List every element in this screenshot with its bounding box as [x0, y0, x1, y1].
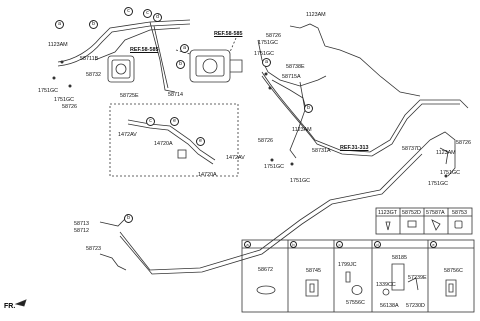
label-14720a: 14720A — [154, 141, 173, 147]
label-1123am: 1123AM — [436, 150, 456, 156]
detail-part-58756c: 58756C — [444, 268, 463, 274]
label-58715a: 58715A — [282, 74, 301, 80]
label-1751gc: 1751GC — [254, 51, 275, 57]
label-1751gc: 1751GC — [54, 97, 75, 103]
label-58714: 58714 — [168, 92, 183, 98]
tube-line-e — [153, 25, 169, 89]
parts-table-header: 57587A — [426, 210, 445, 216]
label-58725e: 58725E — [120, 93, 139, 99]
label-1751gc: 1751GC — [38, 88, 59, 94]
label-ref-58-585: REF.58-585 — [214, 31, 243, 37]
label-58712: 58712 — [74, 228, 89, 234]
grommet-sketch — [256, 285, 276, 295]
marker-c: c — [124, 7, 133, 16]
detail-part-58672: 58672 — [258, 267, 273, 273]
detail-box-key: d — [374, 241, 381, 248]
label-1751gc: 1751GC — [264, 164, 285, 170]
tube-line-main-2 — [324, 45, 421, 97]
marker-c: c — [146, 117, 155, 126]
marker-e: e — [196, 137, 205, 146]
marker-b: b — [176, 60, 185, 69]
label-58726: 58726 — [258, 138, 273, 144]
label-58731a: 58731A — [312, 148, 331, 154]
detail-part-57239e: 57239E — [408, 275, 427, 281]
parts-table-header: 1123GT — [378, 210, 398, 216]
marker-b: b — [89, 20, 98, 29]
bolt-sketch — [345, 271, 351, 283]
label-14720a: 14720A — [198, 172, 217, 178]
marker-b: b — [124, 214, 133, 223]
marker-d: d — [153, 13, 162, 22]
detail-part-58745: 58745 — [306, 268, 321, 274]
label-1123am: 1123AM — [306, 12, 326, 18]
label-ref-31-313: REF.31-313 — [340, 145, 369, 151]
detail-box-key: e — [430, 241, 437, 248]
tube-line-h — [289, 81, 306, 159]
label-ref-58-585: REF.58-585 — [130, 47, 159, 53]
label-1123am: 1123AM — [48, 42, 68, 48]
label-1751gc: 1751GC — [290, 178, 311, 184]
tube-line-main-1 — [261, 71, 469, 153]
detail-panel — [241, 239, 475, 313]
tube-line-a — [57, 19, 191, 63]
label-1472av: 1472AV — [118, 132, 137, 138]
label-58723: 58723 — [86, 246, 101, 252]
label-58726: 58726 — [62, 104, 77, 110]
marker-e: e — [170, 117, 179, 126]
label-1472av: 1472AV — [226, 155, 245, 161]
label-1751gc: 1751GC — [428, 181, 449, 187]
tube-line-d — [149, 21, 176, 93]
clip-sketch-e — [445, 279, 457, 297]
tube-line-c — [94, 27, 181, 61]
label-58737d: 58737D — [402, 146, 421, 152]
detail-part-57230d: 57230D — [406, 303, 425, 309]
detail-part-56138a: 56138A — [380, 303, 399, 309]
marker-a: a — [55, 20, 64, 29]
sub-assembly-frame — [109, 103, 239, 177]
tube-line-b — [57, 23, 191, 67]
marker-b: b — [304, 104, 313, 113]
label-58732: 58732 — [86, 72, 101, 78]
label-1751gc: 1751GC — [258, 40, 279, 46]
hose-clamp — [177, 149, 187, 159]
tube-line-g — [289, 23, 326, 47]
detail-part-57556c: 57556C — [346, 300, 365, 306]
label-1123am: 1123AM — [292, 127, 312, 133]
rear-right-tube — [429, 131, 456, 177]
front-direction-label: FR. — [4, 303, 16, 310]
label-58713: 58713 — [74, 221, 89, 227]
detail-box-key: b — [290, 241, 297, 248]
label-58726: 58726 — [266, 33, 281, 39]
label-58738e: 58738E — [286, 64, 305, 70]
detail-part-58185: 58185 — [392, 255, 407, 261]
abs-module — [107, 55, 135, 83]
detail-box-key: a — [244, 241, 251, 248]
marker-c: c — [143, 9, 152, 18]
label-1751gc: 1751GC — [440, 170, 461, 176]
front-arrow — [14, 299, 27, 307]
label-58726: 58726 — [456, 140, 471, 146]
clip-sketch — [305, 279, 319, 297]
parts-table-header: 58752D — [402, 210, 421, 216]
label-58711b: 58711B — [80, 56, 99, 62]
parts-table-header: 58753 — [452, 210, 467, 216]
detail-part-1339cc: 1339CC — [376, 282, 396, 288]
master-cylinder — [189, 49, 231, 83]
detail-part-1799jc: 1799JC — [338, 262, 357, 268]
marker-a: a — [180, 44, 189, 53]
marker-a: a — [262, 58, 271, 67]
tube-line-bottom-1 — [119, 139, 431, 271]
bracket-sketch — [391, 263, 405, 291]
detail-box-key: c — [336, 241, 343, 248]
